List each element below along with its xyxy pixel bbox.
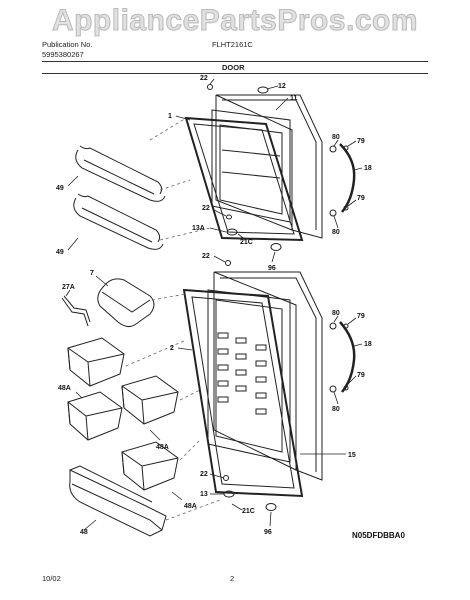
callout-15: 15 <box>348 452 356 459</box>
header-rule <box>42 61 428 62</box>
callout-7: 7 <box>90 270 94 277</box>
publication-number: 5995380267 <box>42 50 84 59</box>
door-liner-bin-supports <box>217 332 267 415</box>
door-bin-middle-left <box>67 391 123 441</box>
door-bin-middle-right <box>121 375 179 425</box>
fresh-food-door-outer-panel <box>213 271 323 481</box>
freezer-door-gasket <box>184 116 304 242</box>
callout-1: 1 <box>168 113 172 120</box>
callout-18: 18 <box>364 165 372 172</box>
dairy-door-cover <box>97 278 155 328</box>
assembly-guide-lines <box>125 117 221 521</box>
callout-21C: 21C <box>242 508 255 515</box>
shelf-bracket <box>61 295 91 327</box>
callout-22: 22 <box>202 253 210 260</box>
callout-79: 79 <box>357 313 365 320</box>
page-number: 2 <box>230 574 235 583</box>
callout-18: 18 <box>364 341 372 348</box>
callout-80: 80 <box>332 406 340 413</box>
callout-49: 49 <box>56 249 64 256</box>
callout-48A: 48A <box>156 444 169 451</box>
callout-22: 22 <box>202 205 210 212</box>
callout-48A: 48A <box>184 503 197 510</box>
callout-22: 22 <box>200 471 208 478</box>
callout-96: 96 <box>268 265 276 272</box>
callout-22: 22 <box>200 75 208 82</box>
callout-11: 11 <box>290 95 298 102</box>
section-title: DOOR <box>222 63 245 72</box>
freezer-door-outer-panel <box>215 94 323 239</box>
callout-21C: 21C <box>240 239 253 246</box>
fresh-food-door-gasket <box>182 288 304 498</box>
model-number: FLHT2161C <box>212 40 253 49</box>
callout-96: 96 <box>264 529 272 536</box>
freezer-shelf-bar-lower <box>73 193 164 250</box>
callout-48A: 48A <box>58 385 71 392</box>
callout-13: 13 <box>200 491 208 498</box>
callout-12: 12 <box>278 83 286 90</box>
callout-27A: 27A <box>62 284 75 291</box>
header-rule-2 <box>42 73 428 74</box>
callout-79: 79 <box>357 372 365 379</box>
callout-80: 80 <box>332 134 340 141</box>
fresh-food-door-liner <box>207 289 291 463</box>
publication-label: Publication No. <box>42 40 93 49</box>
fresh-food-hinge-hardware <box>223 321 356 511</box>
door-bin-bottom-right <box>121 441 179 491</box>
callout-leader-lines <box>65 78 363 531</box>
callout-48: 48 <box>80 529 88 536</box>
freezer-shelf-bar-upper <box>75 145 166 202</box>
callout-13A: 13A <box>192 225 205 232</box>
callout-79: 79 <box>357 138 365 145</box>
door-bin-top-left <box>67 337 125 387</box>
callout-2: 2 <box>170 345 174 352</box>
freezer-hinge-hardware <box>207 84 356 266</box>
diagram-code: N05DFDBBA0 <box>352 531 405 540</box>
watermark: AppliancePartsPros.com <box>51 4 419 38</box>
callout-79: 79 <box>357 195 365 202</box>
footer-date: 10/02 <box>42 574 61 583</box>
callout-labels: 22 12 11 1 80 79 18 79 80 49 49 22 13A 2… <box>56 75 372 536</box>
callout-80: 80 <box>332 310 340 317</box>
door-shelf-bottom <box>69 465 167 537</box>
callout-80: 80 <box>332 229 340 236</box>
callout-49: 49 <box>56 185 64 192</box>
